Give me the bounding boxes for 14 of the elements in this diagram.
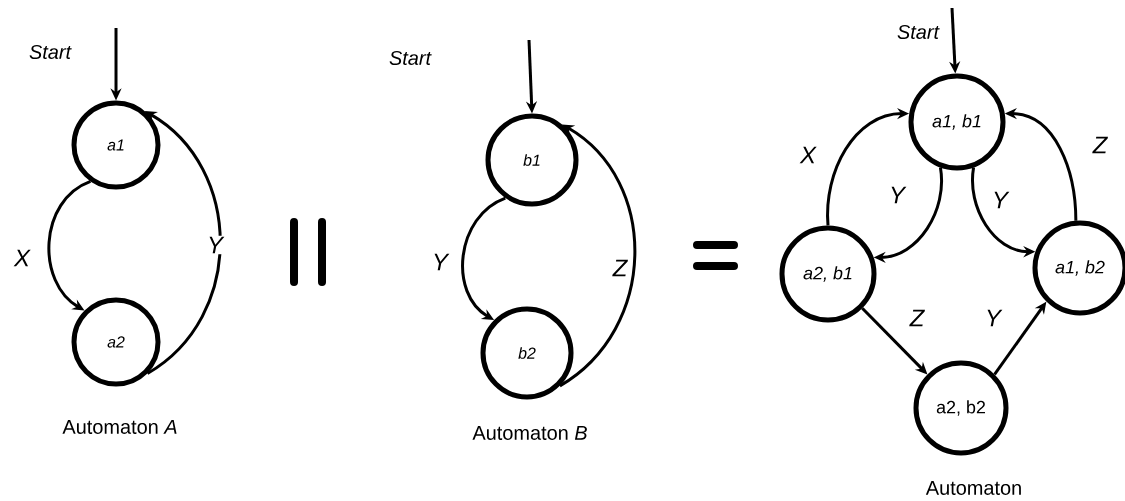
edge-label: X [13, 248, 31, 268]
edge-label: Y [991, 190, 1010, 210]
edge-label: Z [611, 258, 629, 278]
caption: Automaton [925, 481, 1021, 495]
start-label: Start [897, 24, 940, 40]
arrow [559, 124, 637, 388]
edge-label: Y [888, 185, 907, 205]
edge-label: Y [431, 252, 450, 272]
edge-label: Y [206, 235, 225, 255]
edge-label: Z [908, 308, 926, 328]
edge-label: X [799, 145, 817, 165]
edge-label: Z [1091, 135, 1109, 155]
edge-label: Y [984, 308, 1003, 328]
arrow [47, 180, 92, 311]
